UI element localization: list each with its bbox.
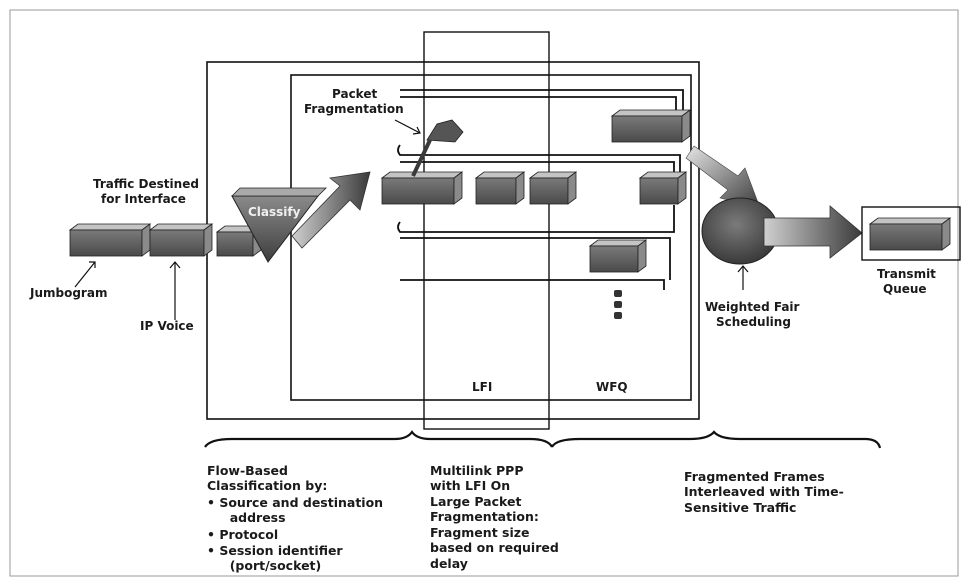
transmit-queue-packet (870, 218, 950, 250)
wfq-packet-top (612, 110, 690, 142)
transmit-queue-label-1: Transmit (877, 267, 936, 281)
svg-text:Multilink PPP: Multilink PPP (430, 463, 524, 478)
ip-voice-packet (150, 224, 212, 256)
svg-text:• Session identifier: • Session identifier (207, 543, 343, 558)
svg-text:based on required: based on required (430, 540, 559, 555)
svg-text:address: address (221, 510, 286, 525)
svg-text:delay: delay (430, 556, 468, 571)
ip-voice-label: IP Voice (140, 319, 194, 333)
classified-packet (382, 172, 462, 204)
transmit-queue-label-2: Queue (883, 282, 927, 296)
lfi-column (424, 32, 549, 429)
classify-triangle-top (232, 188, 326, 196)
svg-text:Flow-Based: Flow-Based (207, 463, 288, 478)
multilink-caption: Multilink PPP with LFI On Large Packet F… (430, 463, 559, 571)
svg-text:Classification by:: Classification by: (207, 478, 327, 493)
jumbogram-packet (70, 224, 150, 256)
svg-text:Sensitive Traffic: Sensitive Traffic (684, 500, 796, 515)
packet-fragmentation-label-2: Fragmentation (304, 102, 404, 116)
fragment-packet-1 (476, 172, 524, 204)
wfq-packet-mid (640, 172, 686, 204)
svg-text:• Protocol: • Protocol (207, 527, 278, 542)
fragmentation-wedge (427, 120, 463, 142)
weighted-fair-label-2: Scheduling (716, 315, 791, 329)
lfi-label: LFI (472, 380, 492, 394)
packet-fragmentation-label-1: Packet (332, 87, 377, 101)
classify-label: Classify (248, 205, 301, 219)
svg-text:Fragmented Frames: Fragmented Frames (684, 469, 825, 484)
svg-text:• Source and destination: • Source and destination (207, 495, 383, 510)
jumbogram-label: Jumbogram (29, 286, 107, 300)
weighted-fair-label-1: Weighted Fair (705, 300, 800, 314)
svg-text:Fragmentation:: Fragmentation: (430, 509, 539, 524)
more-queues-dots (614, 290, 622, 319)
braces (205, 432, 880, 448)
traffic-destined-label-2: for Interface (101, 192, 186, 206)
label-pointers (75, 120, 748, 320)
packets (70, 110, 950, 272)
wfq-packet-low (590, 240, 646, 272)
fragmented-caption: Fragmented Frames Interleaved with Time-… (684, 469, 844, 515)
fragment-packet-2 (530, 172, 576, 204)
wfq-label: WFQ (596, 380, 628, 394)
flow-based-caption: Flow-Based Classification by: • Source a… (207, 463, 383, 573)
fragmentation-knife (413, 140, 430, 176)
svg-text:Fragment size: Fragment size (430, 525, 530, 540)
svg-text:(port/socket): (port/socket) (221, 558, 321, 573)
svg-text:Interleaved with Time-: Interleaved with Time- (684, 484, 844, 499)
svg-text:Large Packet: Large Packet (430, 494, 521, 509)
traffic-destined-label-1: Traffic Destined (93, 177, 199, 191)
svg-text:with LFI On: with LFI On (430, 478, 510, 493)
output-arrow (764, 206, 862, 258)
